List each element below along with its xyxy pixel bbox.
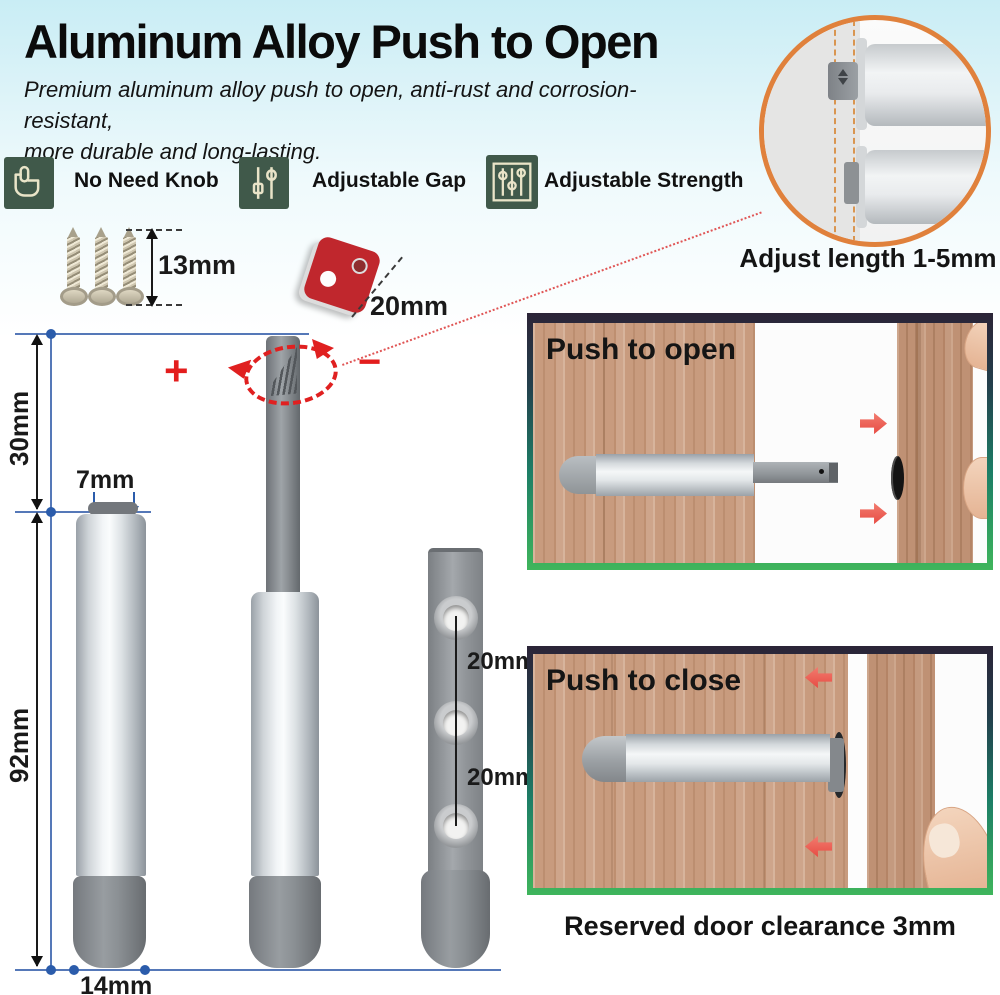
dim-dot	[46, 507, 56, 517]
slider-three-icon	[492, 162, 532, 202]
feature-box-no-need-knob	[4, 157, 54, 209]
body-dim-arrow-up	[31, 512, 43, 523]
door-clearance-gap	[848, 654, 867, 888]
hand-push-icon	[14, 165, 40, 197]
screw-dim-arrow-up	[146, 228, 158, 239]
feature-box-adjustable-strength	[486, 155, 538, 209]
screw-dim-line	[151, 231, 153, 305]
adjust-down-icon	[838, 78, 848, 85]
dim-dot	[46, 329, 56, 339]
damper-end-cap	[249, 876, 321, 968]
stroke-length-label: 30mm	[4, 390, 34, 466]
body-dim-arrow-down	[31, 956, 43, 967]
damper-cap-photo	[582, 736, 628, 782]
inset-tip-retracted	[844, 162, 859, 204]
mounting-strip	[428, 548, 483, 882]
push-direction-arrow	[860, 412, 887, 435]
wood-seam	[603, 323, 605, 563]
screw-image	[116, 227, 144, 309]
dim-dot	[46, 965, 56, 975]
inset-flange	[856, 146, 867, 228]
damper-end-cap	[73, 876, 146, 968]
dim-dot	[69, 965, 79, 975]
damper-rod-photo	[753, 462, 838, 483]
screw-dim-arrow-down	[146, 296, 158, 307]
screw-length-label: 13mm	[158, 250, 237, 280]
hole-spacing-line	[455, 616, 457, 826]
feature-label-no-need-knob: No Need Knob	[74, 169, 219, 192]
hole-spacing-label-bottom: 20mm	[467, 764, 537, 791]
fingernail	[926, 820, 963, 861]
inset-dashed-line	[853, 20, 855, 242]
feature-label-adjustable-strength: Adjustable Strength	[544, 169, 744, 192]
tip-dim-tick	[133, 492, 135, 508]
adjust-up-icon	[838, 69, 848, 76]
slider-two-icon	[252, 167, 277, 199]
dim-line-bottom	[15, 969, 501, 971]
damper-cap-photo	[559, 456, 599, 494]
damper-adapter	[828, 738, 844, 792]
inset-caption: Adjust length 1-5mm	[739, 243, 997, 273]
dim-dot	[140, 965, 150, 975]
strip-end-cap	[421, 870, 490, 968]
plate-hole	[318, 268, 339, 289]
stroke-dim-arrow-down	[31, 499, 43, 510]
photo-push-to-open: Push to open	[527, 313, 993, 570]
strip-hole	[434, 804, 478, 848]
close-direction-arrow	[805, 666, 832, 689]
adjust-length-inset	[759, 15, 991, 247]
photo-title-close: Push to close	[546, 664, 742, 697]
dim-line-top	[15, 333, 309, 335]
inset-adjust-tip	[828, 62, 858, 100]
damper-body-photo	[626, 734, 830, 782]
body-width-label: 14mm	[80, 972, 153, 995]
photo-push-to-close: Push to close	[527, 646, 993, 895]
catch-plate-oval	[891, 456, 904, 500]
feature-label-adjustable-gap: Adjustable Gap	[312, 169, 467, 192]
close-direction-arrow	[805, 835, 832, 858]
decrease-symbol: −	[358, 340, 382, 384]
plate-size-label: 20mm	[370, 291, 449, 321]
feature-box-adjustable-gap	[239, 157, 289, 209]
subtitle-line-2: more durable and long-lasting.	[24, 139, 322, 165]
footer-caption: Reserved door clearance 3mm	[564, 911, 956, 941]
damper-body-extended	[251, 592, 319, 876]
stroke-dim-arrow-up	[31, 334, 43, 345]
hole-spacing-label-top: 20mm	[467, 648, 537, 675]
push-direction-arrow	[860, 502, 887, 525]
tip-diameter-label: 7mm	[76, 466, 135, 494]
body-dim-line	[36, 514, 38, 966]
tip-dim-tick	[93, 492, 95, 508]
subtitle-line-1: Premium aluminum alloy push to open, ant…	[24, 77, 637, 134]
increase-symbol: +	[164, 347, 189, 394]
inset-cylinder-top	[865, 44, 986, 126]
plate-hole	[349, 255, 370, 277]
rod-dot	[819, 469, 824, 474]
damper-body-closed	[76, 514, 146, 876]
stroke-dim-line	[36, 337, 38, 509]
cabinet-side-panel	[533, 323, 755, 563]
photo-title-open: Push to open	[546, 333, 736, 366]
dim-line-vertical	[50, 333, 52, 971]
screw-image	[60, 227, 88, 309]
cabinet-door-edge	[867, 654, 935, 888]
damper-body-photo	[596, 454, 754, 496]
wood-seam	[915, 323, 921, 563]
inset-flange	[856, 38, 867, 130]
dim-line-mid	[15, 511, 151, 513]
body-length-label: 92mm	[4, 707, 34, 784]
inset-door-panel	[764, 20, 860, 242]
page-title: Aluminum Alloy Push to Open	[24, 15, 660, 68]
subtitle: Premium aluminum alloy push to open, ant…	[24, 74, 704, 168]
damper-button-tip	[88, 502, 138, 515]
screw-image	[88, 227, 116, 309]
inset-dashed-line	[834, 20, 836, 242]
damper-rod-tip-photo	[829, 463, 838, 482]
inset-cylinder-bottom	[865, 150, 986, 224]
cabinet-door-edge	[897, 323, 973, 563]
